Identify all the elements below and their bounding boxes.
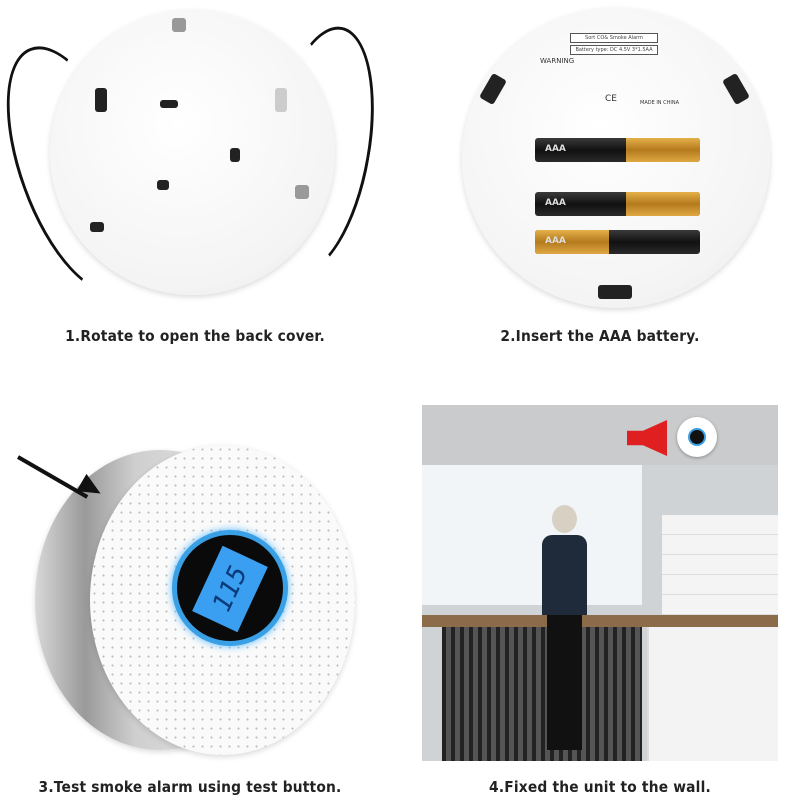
step-2-caption: 2.Insert the AAA battery. bbox=[500, 327, 700, 345]
lcd-reading: 115 bbox=[207, 558, 253, 620]
battery: AAA bbox=[535, 230, 700, 254]
device-label-battery: Battery type: DC 4.5V 3*1.5AA bbox=[570, 45, 658, 55]
battery: AAA bbox=[535, 192, 700, 216]
device-label-ce: CE bbox=[605, 94, 617, 104]
kitchen-photo bbox=[422, 405, 778, 761]
device-label-made-in: MADE IN CHINA bbox=[640, 100, 680, 106]
alarm-back-cover bbox=[50, 10, 335, 295]
lcd-display: 115 bbox=[172, 530, 288, 646]
person bbox=[542, 535, 587, 615]
device-label-title: Sort CO& Smoke Alarm bbox=[570, 33, 658, 43]
battery: AAA bbox=[535, 138, 700, 162]
step-4-caption: 4.Fixed the unit to the wall. bbox=[489, 778, 711, 796]
device-label-warning: WARNING bbox=[540, 57, 575, 65]
mounted-alarm bbox=[677, 417, 717, 457]
step-1-caption: 1.Rotate to open the back cover. bbox=[65, 327, 325, 345]
step-3-caption: 3.Test smoke alarm using test button. bbox=[38, 778, 342, 796]
